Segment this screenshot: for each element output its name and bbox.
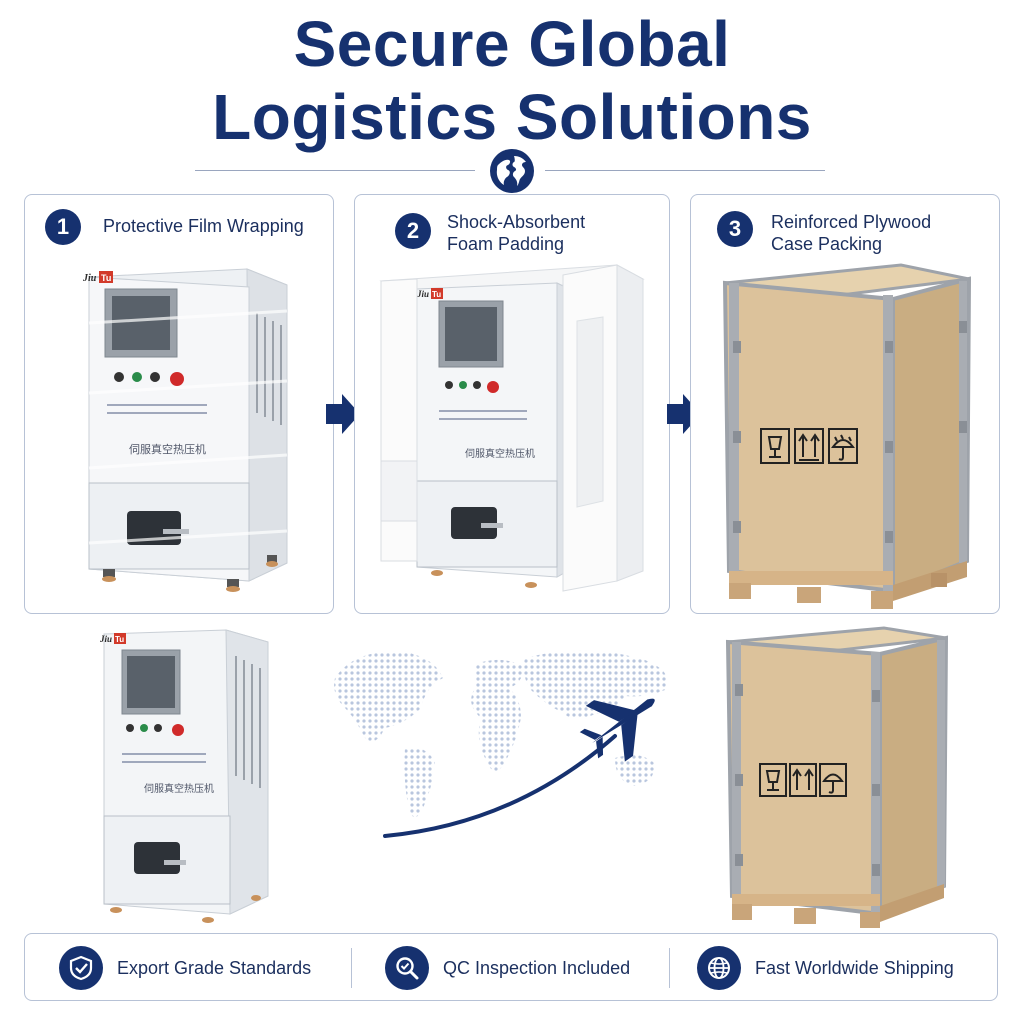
step-panel-foam-padding: 2 Shock-Absorbent Foam Padding Jiu Tu 伺服…: [354, 194, 670, 614]
step-number-badge: 3: [717, 211, 753, 247]
page-title-line-1: Secure Global: [293, 8, 731, 80]
airplane-icon: [579, 698, 655, 762]
wrapped-machine-illustration: Jiu Tu 伺服真空热压机 CE: [82, 268, 288, 592]
title-divider-right: [545, 170, 825, 171]
arrow-right-icon: [326, 394, 360, 434]
svg-text:Jiu: Jiu: [82, 273, 97, 284]
step-label-line-2: Case Packing: [771, 234, 883, 254]
feature-bar: Export Grade Standards QC Inspection Inc…: [24, 933, 998, 1001]
magnifier-check-icon: [385, 946, 429, 990]
step-panel-film-wrapping: 1 Protective Film Wrapping Jiu Tu 伺服真空热压…: [24, 194, 334, 614]
step-label-line-1: Shock-Absorbent: [447, 212, 586, 232]
svg-text:伺服真空热压机: 伺服真空热压机: [465, 447, 535, 460]
feature-label: Export Grade Standards: [117, 957, 312, 978]
feature-worldwide-shipping: Fast Worldwide Shipping: [697, 934, 954, 1002]
feature-label: QC Inspection Included: [443, 957, 631, 978]
svg-text:Jiu: Jiu: [99, 634, 112, 644]
step-number-badge: 1: [45, 209, 81, 245]
feature-export-grade: Export Grade Standards: [59, 934, 311, 1002]
step-label-line-1: Reinforced Plywood: [771, 212, 932, 232]
svg-text:Tu: Tu: [432, 290, 441, 299]
step-label: Protective Film Wrapping: [103, 216, 304, 236]
arrow-right-icon: [667, 394, 701, 434]
plywood-crate-illustration: [722, 263, 971, 609]
unwrapped-machine-illustration: Jiu Tu 伺服真空热压机 CE: [99, 629, 269, 923]
globe-icon: [697, 946, 741, 990]
plywood-crate-illustration: [725, 626, 949, 928]
svg-text:Jiu: Jiu: [416, 289, 429, 299]
feature-label: Fast Worldwide Shipping: [755, 957, 954, 978]
feature-divider: [351, 948, 352, 988]
svg-text:Tu: Tu: [101, 273, 111, 283]
svg-text:伺服真空热压机: 伺服真空热压机: [129, 442, 206, 456]
svg-text:Tu: Tu: [115, 635, 124, 644]
title-divider-left: [195, 170, 475, 171]
world-map-plane-illustration: [334, 650, 668, 838]
globe-icon: [490, 149, 534, 193]
feature-qc-inspection: QC Inspection Included: [385, 934, 630, 1002]
step-number-badge: 2: [395, 213, 431, 249]
shield-check-icon: [59, 946, 103, 990]
step-label-line-2: Foam Padding: [447, 234, 565, 254]
svg-text:伺服真空热压机: 伺服真空热压机: [144, 782, 214, 795]
foam-padded-machine-illustration: Jiu Tu 伺服真空热压机 CE: [379, 264, 645, 592]
feature-divider: [669, 948, 670, 988]
step-panel-plywood-case: 3 Reinforced Plywood Case Packing: [690, 194, 1000, 614]
page-title-line-2: Logistics Solutions: [212, 81, 812, 153]
